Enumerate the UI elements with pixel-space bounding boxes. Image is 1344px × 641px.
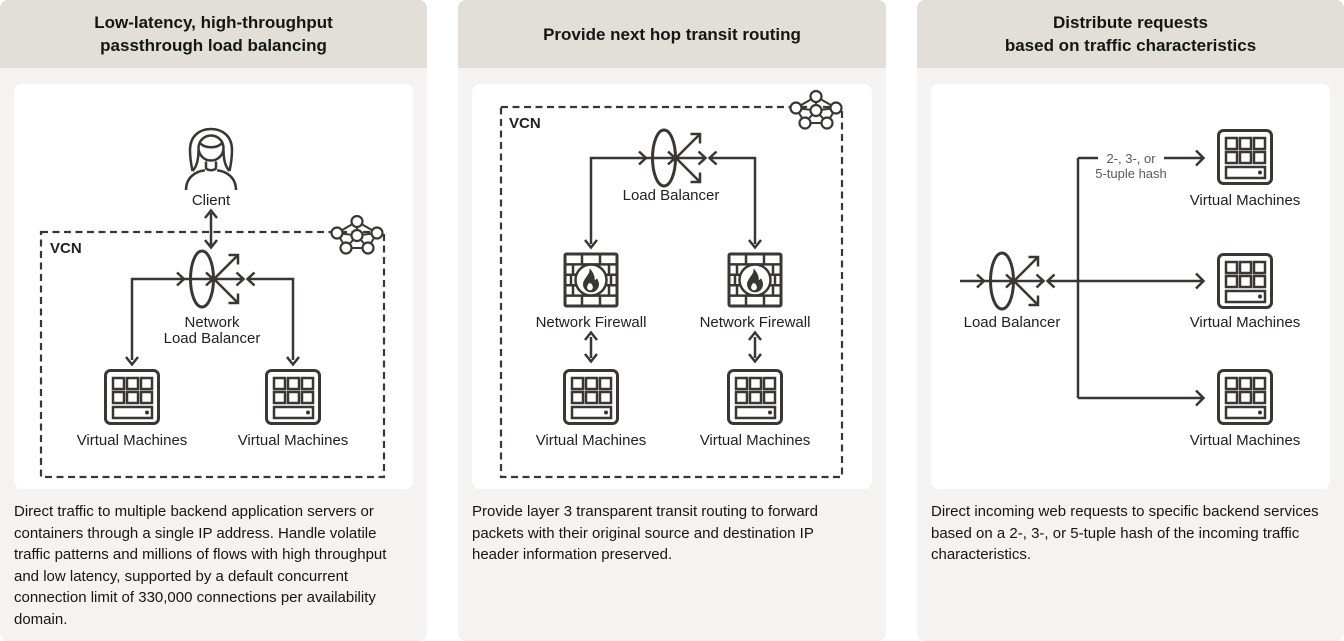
vm-icon	[1217, 129, 1273, 185]
firewall-icon	[727, 252, 783, 308]
hash-label-line-1: 2-, 3-, or	[1106, 151, 1156, 166]
vcn-icon	[330, 215, 384, 255]
vcn-label: VCN	[50, 240, 82, 257]
panel-2-title: Provide next hop transit routing	[458, 0, 886, 68]
vm-label: Virtual Machines	[77, 432, 188, 449]
firewall-label: Network Firewall	[536, 314, 647, 331]
panel-1-title-line-2: passthrough load balancing	[100, 36, 327, 55]
person-icon	[184, 127, 238, 192]
lb-label: Load Balancer	[964, 314, 1061, 331]
lb-to-vm-connectors	[125, 277, 300, 367]
vm-label: Virtual Machines	[238, 432, 349, 449]
panel-3-description: Direct incoming web requests to specific…	[931, 503, 1319, 563]
panel-1-title: Low-latency, high-throughput passthrough…	[0, 0, 427, 68]
panel-3-title-line-2: based on traffic characteristics	[1004, 36, 1257, 55]
client-to-lb-arrow	[204, 208, 218, 250]
vm-label: Virtual Machines	[1190, 314, 1301, 331]
nlb-label-line-1: Network	[184, 314, 240, 331]
vm-icon	[1217, 253, 1273, 309]
distribution-connectors	[1060, 149, 1206, 407]
load-balancer-icon	[972, 251, 1060, 311]
panel-2-title-line-1: Provide next hop transit routing	[543, 24, 801, 44]
vm-label: Virtual Machines	[1190, 192, 1301, 209]
panel-2-diagram: VCN Load Balancer Network Firewall Netwo…	[472, 84, 872, 489]
load-balancer-icon	[634, 128, 722, 188]
panel-2-description: Provide layer 3 transparent transit rout…	[472, 503, 819, 563]
hash-label-line-2: 5-tuple hash	[1095, 166, 1167, 181]
vm-icon	[563, 369, 619, 425]
lb-to-firewall-connectors	[584, 156, 762, 250]
panel-3-body: Load Balancer 2-, 3-, or 5-tuple hash	[917, 68, 1344, 641]
nlb-label-line-2: Load Balancer	[164, 330, 261, 347]
vm-label: Virtual Machines	[700, 432, 811, 449]
vcn-icon	[789, 90, 843, 130]
panel-3-title-line-1: Distribute requests	[1053, 13, 1208, 32]
panel-2-body: VCN Load Balancer Network Firewall Netwo…	[458, 68, 886, 641]
vcn-boundary	[499, 105, 844, 479]
vm-icon	[1217, 369, 1273, 425]
lb-label: Load Balancer	[623, 187, 720, 204]
panel-3-diagram: Load Balancer 2-, 3-, or 5-tuple hash	[931, 84, 1330, 489]
load-balancer-icon	[172, 249, 260, 309]
vm-icon	[104, 369, 160, 425]
panel-transit-routing: Provide next hop transit routing VCN Loa	[458, 0, 886, 641]
panel-traffic-distribution: Distribute requests based on traffic cha…	[917, 0, 1344, 641]
firewall-icon	[563, 252, 619, 308]
vcn-boundary	[39, 230, 386, 479]
panel-1-description: Direct traffic to multiple backend appli…	[14, 503, 387, 628]
firewall-vm-double-arrows	[584, 330, 762, 364]
vcn-label: VCN	[509, 115, 541, 132]
vm-label: Virtual Machines	[1190, 432, 1301, 449]
panel-1-diagram: Client VCN Network	[14, 84, 413, 489]
panel-1-title-line-1: Low-latency, high-throughput	[94, 13, 333, 32]
panel-network-load-balancer: Low-latency, high-throughput passthrough…	[0, 0, 427, 641]
vm-label: Virtual Machines	[536, 432, 647, 449]
firewall-label: Network Firewall	[700, 314, 811, 331]
panel-1-body: Client VCN Network	[0, 68, 427, 641]
client-label: Client	[192, 192, 231, 209]
vm-icon	[265, 369, 321, 425]
panel-3-title: Distribute requests based on traffic cha…	[917, 0, 1344, 68]
vm-icon	[727, 369, 783, 425]
